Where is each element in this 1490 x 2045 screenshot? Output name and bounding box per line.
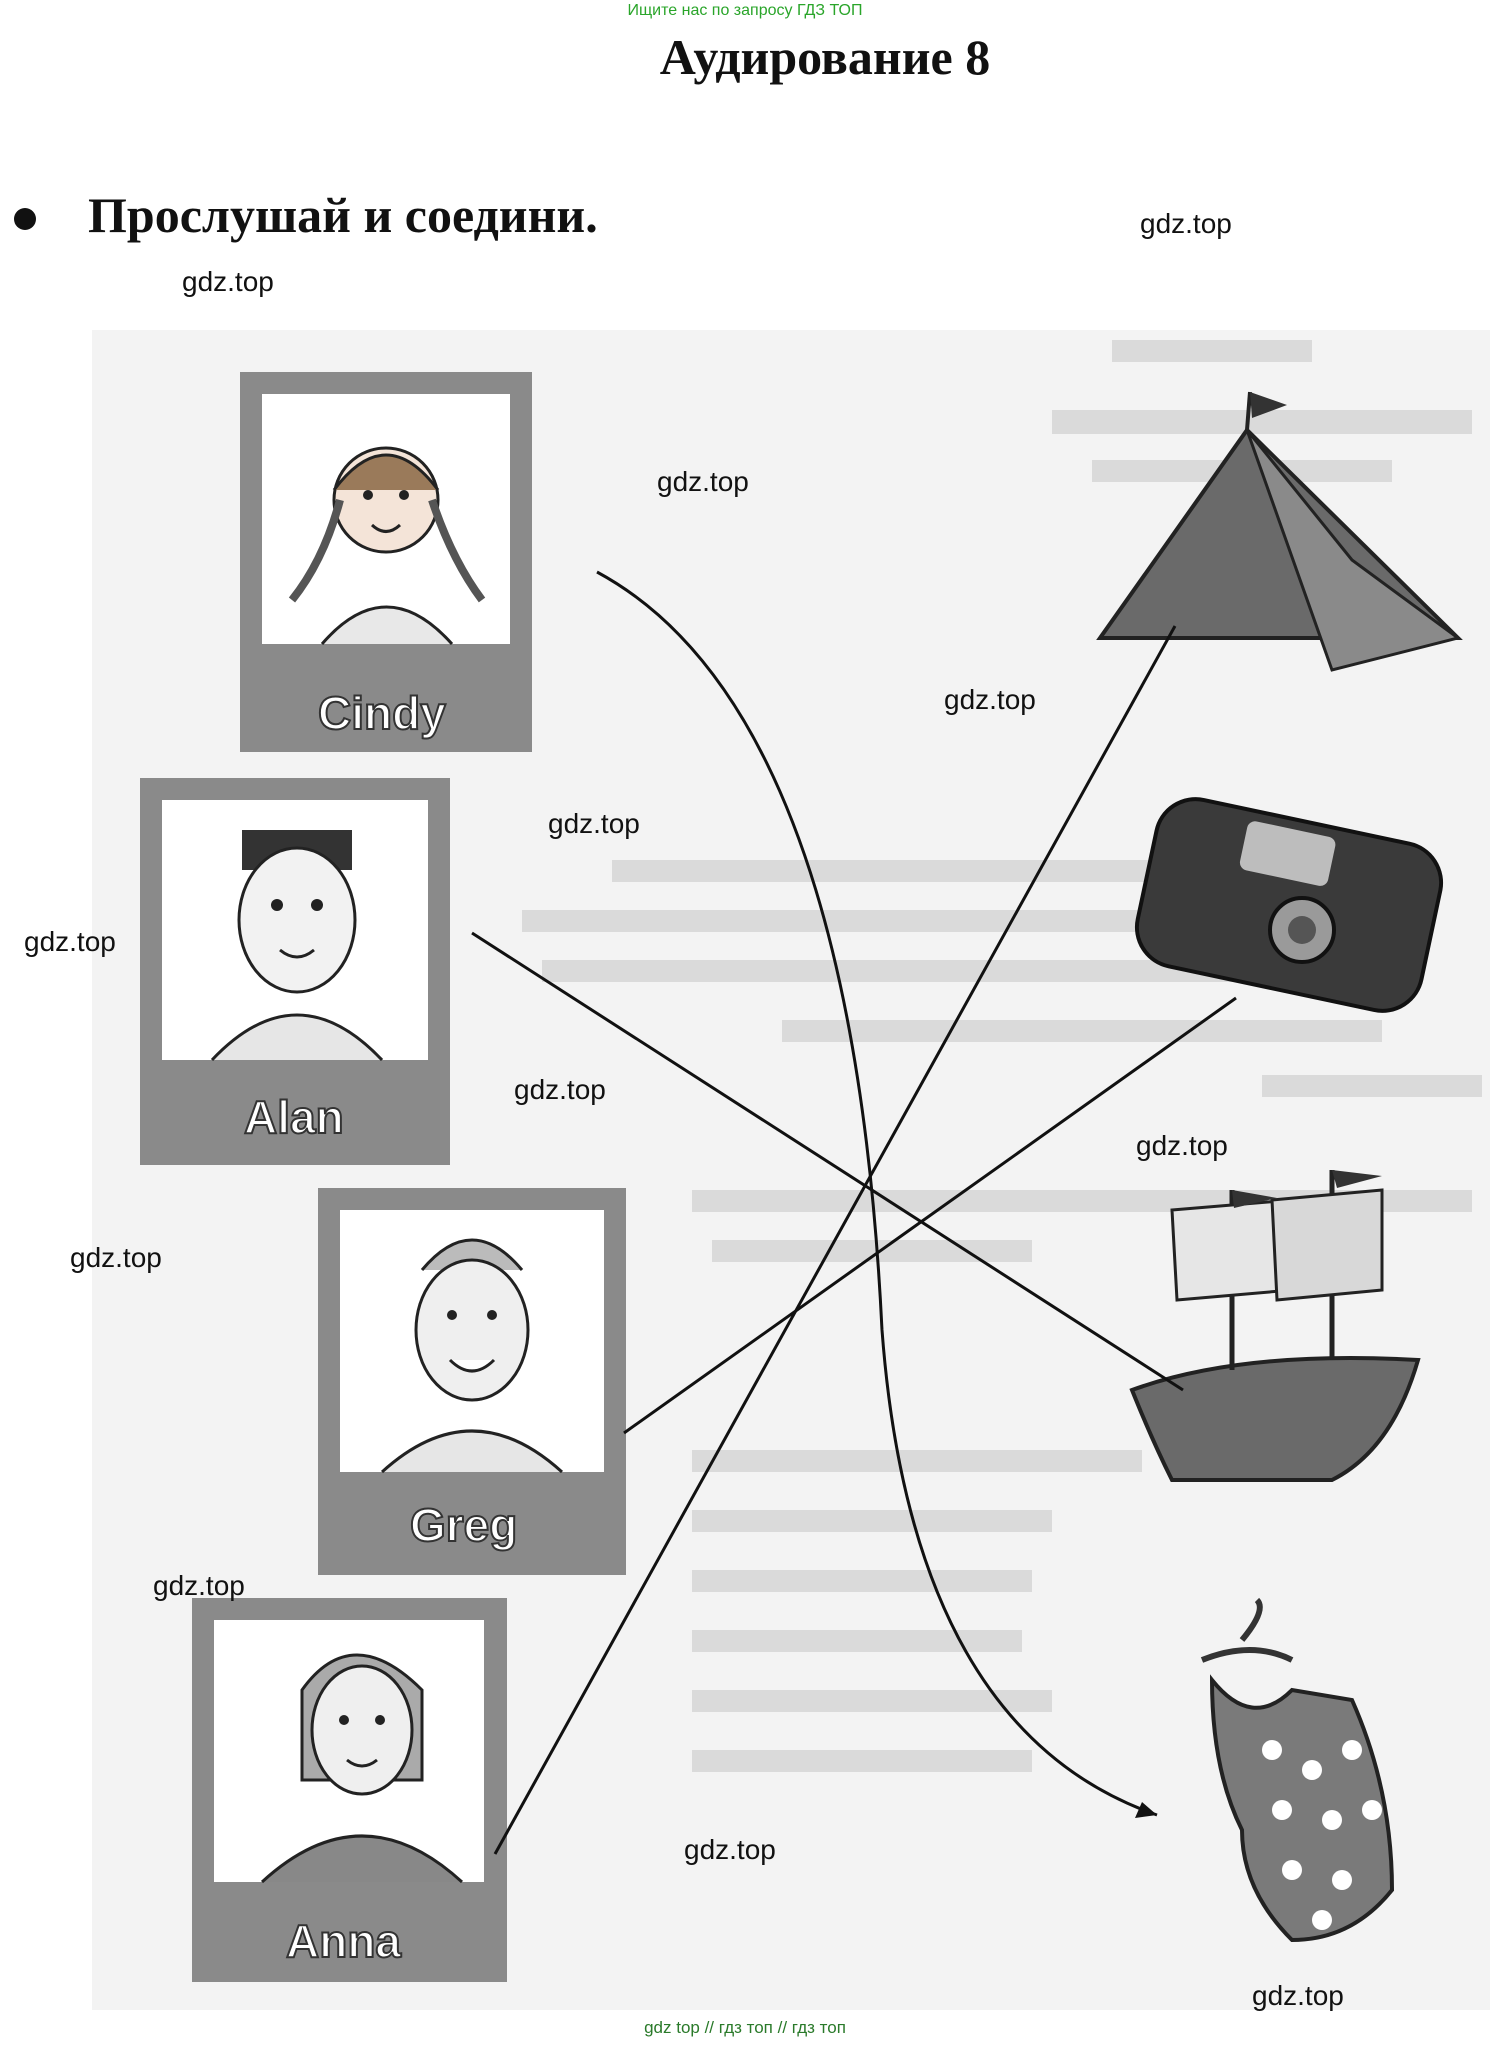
watermark: gdz.top <box>684 1834 776 1865</box>
watermark: gdz.top <box>70 1242 162 1273</box>
watermark: gdz.top <box>24 926 116 957</box>
watermark: gdz.top <box>514 1074 606 1105</box>
worksheet-image <box>92 330 1490 2010</box>
camera-image <box>1134 797 1444 1013</box>
card-name-alan: Alan <box>243 1090 345 1144</box>
tent-image <box>1096 391 1463 672</box>
line-anna-tent <box>493 625 1177 1855</box>
card-anna <box>192 1598 507 1982</box>
top-link[interactable]: Ищите нас по запросу ГДЗ ТОП <box>627 2 863 19</box>
card-name-cindy: Cindy <box>317 686 447 740</box>
card-name-anna: Anna <box>285 1914 402 1968</box>
ship-image <box>1129 1170 1421 1482</box>
watermark: gdz.top <box>1136 1130 1228 1161</box>
watermark: gdz.top <box>548 808 640 839</box>
watermark: gdz.top <box>182 266 274 297</box>
watermark: gdz.top <box>153 1570 245 1601</box>
watermark: gdz.top <box>944 684 1036 715</box>
line-alan-ship <box>471 931 1184 1392</box>
matching-lines <box>471 570 1237 1855</box>
card-greg <box>318 1188 626 1575</box>
footer-links[interactable]: gdz top // гдз топ // гдз топ <box>644 2018 846 2037</box>
faded-background-text <box>522 340 1482 1772</box>
task-instruction: Прослушай и соедини. <box>88 187 598 243</box>
line-greg-camera <box>623 996 1237 1435</box>
line-cindy-swimsuit <box>596 570 1158 1817</box>
watermark: gdz.top <box>657 466 749 497</box>
watermark: gdz.top <box>1140 208 1232 239</box>
swimsuit-image <box>1200 1597 1395 1943</box>
card-cindy <box>240 372 532 752</box>
card-name-greg: Greg <box>409 1498 518 1552</box>
page-title: Аудирование 8 <box>659 29 991 85</box>
bullet-icon <box>14 208 36 230</box>
watermark: gdz.top <box>1252 1980 1344 2011</box>
card-alan <box>140 778 450 1165</box>
